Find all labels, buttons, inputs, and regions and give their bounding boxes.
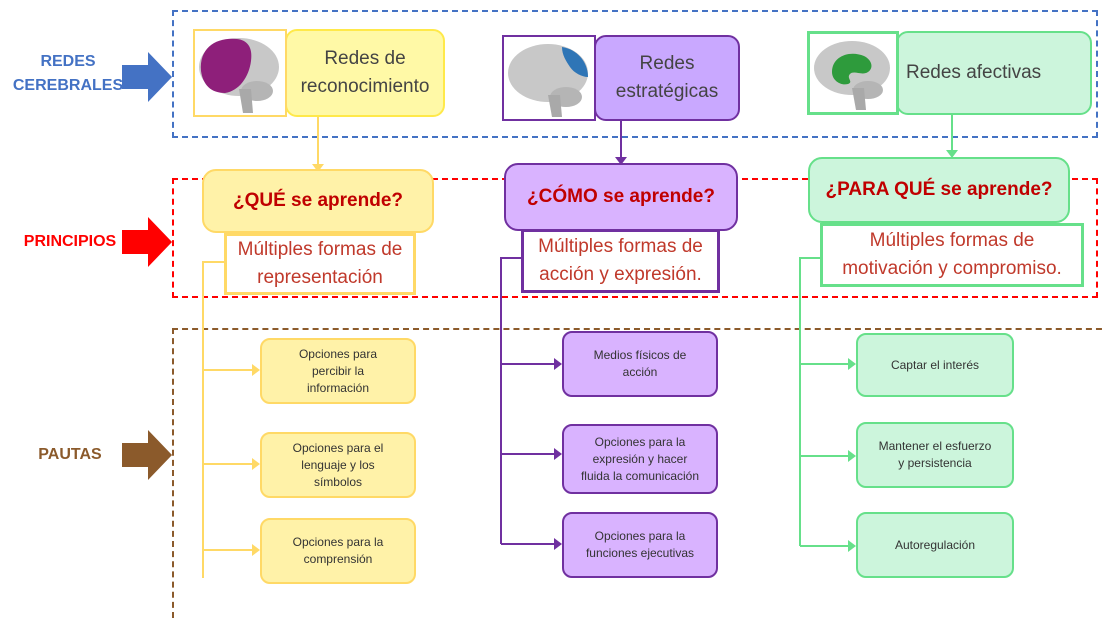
redes-label: REDES CEREBRALES: [8, 50, 128, 98]
guideline-percibir-line1: Opciones para: [298, 346, 378, 361]
question-como: ¿CÓMO se aprende?: [504, 163, 738, 231]
guideline-lenguaje-line2: lenguaje y los: [301, 457, 375, 472]
guideline-funciones-ejecutivas-line1: Opciones para la: [594, 529, 686, 543]
network-box-estrategicas: Redes estratégicas: [594, 35, 740, 121]
brain-afectivas-icon: [807, 31, 899, 115]
connector-lines: [202, 115, 958, 578]
guideline-medios-fisicos-line2: acción: [622, 365, 658, 379]
guideline-expresion-line3: fluida la comunicación: [580, 468, 700, 483]
principle-motivacion-line1: Múltiples formas de: [869, 230, 1035, 251]
principle-accion-line1: Múltiples formas de: [538, 236, 703, 257]
guideline-percibir: Opciones para percibir la información: [260, 338, 416, 404]
pautas-arrow-icon: [122, 430, 172, 480]
guideline-autoregulacion-line1: Autoregulación: [894, 537, 976, 552]
pautas-zone: [172, 328, 1104, 618]
guideline-comprension-line2: comprensión: [303, 552, 373, 566]
principle-representacion-line1: Múltiples formas de: [237, 239, 403, 260]
network-reconocimiento-line2: reconocimiento: [300, 76, 430, 97]
brain-estrategicas-icon: [502, 35, 596, 121]
network-afectivas-line1: Redes afectivas: [906, 62, 1042, 83]
guideline-expresion-line2: expresión y hacer: [592, 451, 688, 466]
guideline-comprension: Opciones para la comprensión: [260, 518, 416, 584]
guideline-mantener-esfuerzo: Mantener el esfuerzo y persistencia: [856, 422, 1014, 488]
network-estrategicas-line1: Redes: [639, 53, 695, 74]
guideline-mantener-esfuerzo-line1: Mantener el esfuerzo: [878, 439, 992, 453]
principle-representacion: Múltiples formas de representación: [224, 233, 416, 295]
guideline-percibir-line3: información: [306, 380, 369, 395]
network-box-reconocimiento: Redes de reconocimiento: [285, 29, 445, 117]
guideline-lenguaje-line3: símbolos: [313, 474, 362, 489]
guideline-percibir-line2: percibir la: [311, 363, 364, 378]
principle-accion: Múltiples formas de acción y expresión.: [521, 229, 720, 293]
guideline-funciones-ejecutivas-line2: funciones ejecutivas: [585, 546, 695, 560]
guideline-lenguaje: Opciones para el lenguaje y los símbolos: [260, 432, 416, 498]
question-para-que: ¿PARA QUÉ se aprende?: [808, 157, 1070, 223]
principle-representacion-line2: representación: [257, 267, 383, 288]
guideline-captar-interes: Captar el interés: [856, 333, 1014, 397]
guideline-expresion-line1: Opciones para la: [594, 434, 686, 449]
network-box-afectivas: Redes afectivas: [896, 31, 1092, 115]
principios-arrow-icon: [122, 217, 172, 267]
guideline-medios-fisicos: Medios físicos de acción: [562, 331, 718, 397]
principios-label: PRINCIPIOS: [23, 233, 117, 250]
question-que: ¿QUÉ se aprende?: [202, 169, 434, 233]
guideline-lenguaje-line1: Opciones para el: [292, 440, 384, 455]
guideline-expresion: Opciones para la expresión y hacer fluid…: [562, 424, 718, 494]
principle-motivacion-line2: motivación y compromiso.: [842, 258, 1062, 279]
pautas-label: PAUTAS: [38, 446, 102, 463]
guideline-medios-fisicos-line1: Medios físicos de: [593, 348, 687, 362]
brain-reconocimiento-icon: [193, 29, 287, 117]
guideline-autoregulacion: Autoregulación: [856, 512, 1014, 578]
redes-zone: [172, 10, 1098, 138]
redes-arrow-icon: [122, 52, 172, 102]
network-estrategicas-line2: estratégicas: [615, 81, 719, 102]
redes-label-line2: CEREBRALES: [12, 77, 124, 94]
guideline-comprension-line1: Opciones para la: [292, 535, 384, 549]
principle-motivacion: Múltiples formas de motivación y comprom…: [820, 223, 1084, 287]
principle-accion-line2: acción y expresión.: [539, 264, 702, 285]
guideline-captar-interes-line1: Captar el interés: [890, 357, 980, 372]
network-reconocimiento-line1: Redes de: [324, 48, 406, 69]
guideline-funciones-ejecutivas: Opciones para la funciones ejecutivas: [562, 512, 718, 578]
redes-label-line1: REDES: [40, 53, 96, 70]
guideline-mantener-esfuerzo-line2: y persistencia: [898, 456, 972, 470]
